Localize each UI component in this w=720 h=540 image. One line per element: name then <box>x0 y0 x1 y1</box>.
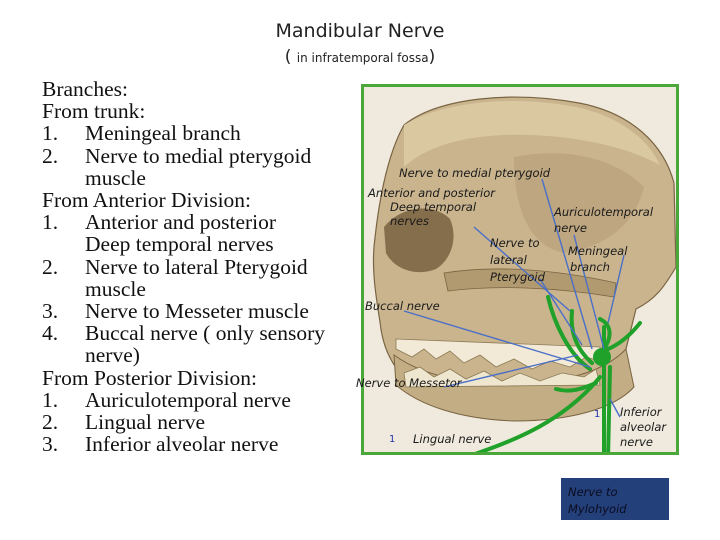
list-item-continuation: nerve) <box>85 343 140 368</box>
orbit <box>384 208 454 273</box>
anterior-heading: From Anterior Division: <box>42 188 252 213</box>
label-lingual: Lingual nerve <box>413 432 492 446</box>
list-item: 2.Nerve to lateral Pterygoid <box>42 254 308 279</box>
deep-temporal-branch <box>569 309 594 365</box>
nerve-branches <box>474 295 642 452</box>
list-item: 3.Nerve to Messeter muscle <box>42 299 309 324</box>
pointer-deep-temporal <box>473 226 571 312</box>
nerve-ganglion <box>593 348 611 366</box>
list-item-continuation: muscle <box>85 165 146 190</box>
label-inferior-alveolar: Inferior alveolar nerve <box>620 405 667 449</box>
page-subtitle: ( in infratemporal fossa) <box>0 47 720 67</box>
list-item: 2.Nerve to medial pterygoid <box>42 143 312 168</box>
label-messeter: Nerve to Messetor <box>356 376 462 390</box>
branches-list: Branches: From trunk: 1.Meningeal branch… <box>42 77 326 457</box>
pointer-buccal <box>403 310 591 368</box>
subtitle-text: in infratemporal fossa <box>296 51 429 65</box>
zygomatic-arch <box>443 268 617 298</box>
label-pointers <box>403 178 625 418</box>
pointer-messeter <box>443 354 579 388</box>
label-buccal: Buccal nerve <box>365 299 440 313</box>
pointer-medial-pterygoid <box>541 178 593 350</box>
pointer-alveolar <box>609 398 621 418</box>
subtitle-close: ) <box>428 47 436 67</box>
list-item: 2.Lingual nerve <box>42 410 205 435</box>
meningeal-branch <box>598 317 612 351</box>
messeter-branch <box>554 381 598 393</box>
label-lateral-pterygoid: Nerve to lateral Pterygoid <box>490 236 545 284</box>
label-meningeal: Meningeal branch <box>568 244 628 274</box>
label-auriculotemporal: Auriculotemporal nerve <box>554 205 654 235</box>
trunk-heading: From trunk: <box>42 99 146 124</box>
list-item: 1.Meningeal branch <box>42 121 241 146</box>
buccal-branch <box>546 295 592 371</box>
skull-illustration <box>361 84 679 455</box>
pointer-meningeal <box>607 254 625 324</box>
pointer-auriculotemporal <box>573 234 605 350</box>
skull-drawing <box>372 96 676 452</box>
list-item: 1.Anterior and posterior <box>42 210 277 235</box>
page-title: Mandibular Nerve <box>275 20 445 42</box>
inferior-alveolar-nerve <box>606 365 612 452</box>
temporal-shadow <box>514 153 644 253</box>
list-item: 1.Auriculotemporal nerve <box>42 387 291 412</box>
auriculotemporal-branch <box>606 321 642 351</box>
label-alveolar-number: 1 <box>594 409 601 420</box>
posterior-heading: From Posterior Division: <box>42 365 258 390</box>
cranium-vault <box>404 101 660 167</box>
list-item-continuation: Deep temporal nerves <box>85 232 274 257</box>
pointer-lateral-pterygoid <box>539 278 583 346</box>
label-deep-temporal: Anterior and posterior Deep temporal ner… <box>368 186 495 228</box>
label-lingual-number: 1 <box>389 434 396 445</box>
list-item-continuation: muscle <box>85 276 146 301</box>
label-mylohyoid: Nerve to Mylohyoid <box>568 485 627 516</box>
lingual-nerve <box>474 375 602 452</box>
list-item: 4.Buccal nerve ( only sensory <box>42 321 326 346</box>
mylohyoid-box <box>561 478 669 520</box>
label-medial-pterygoid: Nerve to medial pterygoid <box>399 166 551 180</box>
list-item: 3.Inferior alveolar nerve <box>42 432 279 457</box>
subtitle-open: ( <box>284 47 297 67</box>
branches-heading: Branches: <box>42 77 128 101</box>
